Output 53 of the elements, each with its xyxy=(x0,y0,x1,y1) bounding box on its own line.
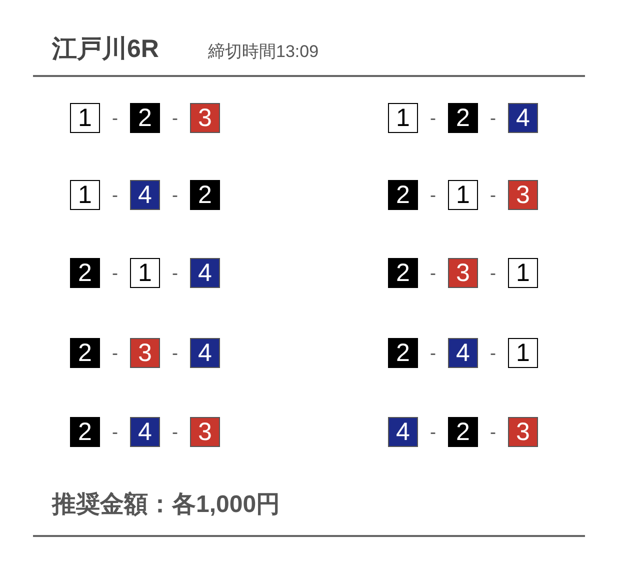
separator-dash: - xyxy=(171,185,179,206)
separator-dash: - xyxy=(489,422,497,443)
separator-dash: - xyxy=(489,185,497,206)
separator-dash: - xyxy=(429,108,437,129)
bet-amount-text: 推奨金額：各1,000円 xyxy=(52,490,280,520)
number-box: 2 xyxy=(448,103,478,133)
number-box: 2 xyxy=(388,180,418,210)
separator-dash: - xyxy=(489,108,497,129)
number-box: 2 xyxy=(448,417,478,447)
separator-dash: - xyxy=(171,422,179,443)
number-box: 3 xyxy=(508,180,538,210)
number-box: 1 xyxy=(70,103,100,133)
number-box: 4 xyxy=(190,338,220,368)
number-box: 4 xyxy=(130,180,160,210)
separator-dash: - xyxy=(111,343,119,364)
number-box: 4 xyxy=(130,417,160,447)
number-box: 1 xyxy=(388,103,418,133)
separator-dash: - xyxy=(429,422,437,443)
number-box: 1 xyxy=(70,180,100,210)
number-box: 3 xyxy=(448,258,478,288)
separator-dash: - xyxy=(171,263,179,284)
number-box: 2 xyxy=(70,338,100,368)
separator-dash: - xyxy=(111,263,119,284)
separator-dash: - xyxy=(429,343,437,364)
number-box: 2 xyxy=(70,417,100,447)
number-box: 1 xyxy=(508,258,538,288)
separator-dash: - xyxy=(429,185,437,206)
number-box: 4 xyxy=(388,417,418,447)
number-box: 4 xyxy=(190,258,220,288)
number-box: 4 xyxy=(448,338,478,368)
separator-dash: - xyxy=(111,185,119,206)
number-box: 1 xyxy=(130,258,160,288)
number-box: 3 xyxy=(190,103,220,133)
separator-dash: - xyxy=(429,263,437,284)
number-box: 2 xyxy=(388,258,418,288)
number-box: 2 xyxy=(388,338,418,368)
number-box: 3 xyxy=(508,417,538,447)
separator-dash: - xyxy=(111,422,119,443)
number-box: 1 xyxy=(448,180,478,210)
separator-dash: - xyxy=(171,343,179,364)
separator-dash: - xyxy=(171,108,179,129)
number-box: 2 xyxy=(70,258,100,288)
number-box: 2 xyxy=(130,103,160,133)
number-box: 1 xyxy=(508,338,538,368)
number-box: 4 xyxy=(508,103,538,133)
number-box: 2 xyxy=(190,180,220,210)
deadline-text: 締切時間13:09 xyxy=(208,41,319,63)
number-box: 3 xyxy=(130,338,160,368)
number-box: 3 xyxy=(190,417,220,447)
title: 江戸川6R xyxy=(52,34,159,65)
separator-dash: - xyxy=(489,343,497,364)
separator-dash: - xyxy=(489,263,497,284)
separator-dash: - xyxy=(111,108,119,129)
